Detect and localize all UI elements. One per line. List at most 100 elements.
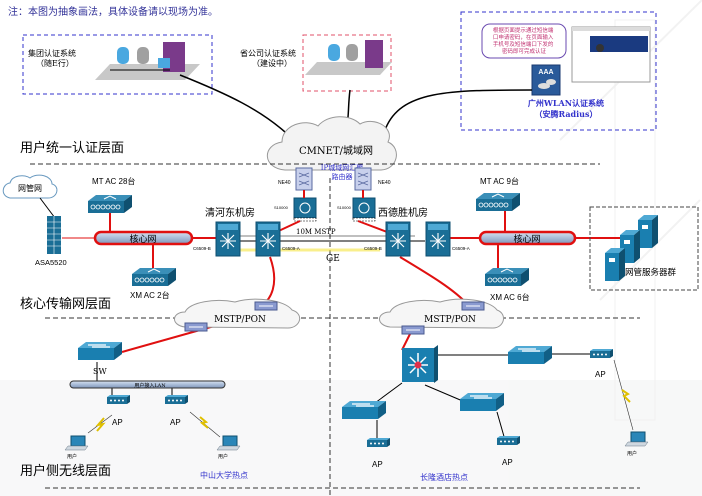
core-net-right: 核心网 [478,230,577,246]
ap-left-2 [165,395,188,404]
core-links [62,190,620,353]
site-label-qinghedong: 清河东机房 [205,206,255,219]
core-switch-c6509a-left [255,221,281,257]
c6509a-label-left: C6509-A [282,246,300,251]
wireless-link-icon [613,359,634,431]
layer-title-core: 核心传输网层面 [20,296,111,312]
svg-text:MSTP/PON: MSTP/PON [214,315,266,325]
access-switch-right-mid [459,392,505,412]
nms-cloud: 网管网 [2,174,58,199]
ge-link-label: GE [326,254,340,264]
firewall-label: ASA5520 [35,258,67,267]
svg-text:用户接入LAN: 用户接入LAN [134,382,166,389]
c6509b-label-left: C6509-B [193,246,211,251]
ne40-router-right [354,167,372,191]
mt-ac-label-left: MT AC 28台 [92,176,135,186]
database-icon [137,47,149,64]
svg-text:网管服务器群: 网管服务器群 [625,267,677,278]
core-switch-c6509b-right [385,221,411,257]
portal-page-screenshot [571,26,651,83]
router-label: IP城域网汇聚 [321,163,363,172]
mstp-pon-cloud-right: MSTP/PON [379,298,504,335]
user-access-lan-bus: 用户接入LAN [69,380,226,389]
ap-label: AP [170,418,181,427]
group-auth-label: 集团认证系统 [28,48,76,58]
nms-server-group: 网管服务器群 [589,206,699,291]
group-auth-sublabel: （随E行） [36,58,74,68]
ap-label: AP [595,370,606,379]
xm-ac-switch-right [484,267,530,287]
layer-title-auth: 用户统一认证层面 [20,140,124,156]
access-switch-right-left [341,400,387,420]
access-switch-right-top [507,345,553,365]
user-label: 用户 [627,450,637,457]
svg-text:网管网: 网管网 [18,183,42,193]
ap-label: AP [112,418,123,427]
c6509b-label-right: C6509-B [364,246,382,251]
province-auth-system: 省公司认证系统 （建设中） [240,34,392,92]
ap-right-3 [497,436,520,445]
s10000-device-left [293,197,317,222]
router-label-2: 路由器 [332,172,353,181]
database-icon [117,47,129,64]
ne40-router-left [295,167,313,191]
sw-label: SW [93,367,107,376]
ap-left-1 [107,395,130,404]
layer-dividers [30,163,640,496]
ap-label: AP [502,458,513,467]
pc-icon [158,58,170,68]
l3-core-switch [402,345,438,383]
svg-text:核心网: 核心网 [513,233,540,245]
xm-ac-switch-left [131,267,177,287]
user-label: 用户 [218,453,228,460]
mt-ac-switch-right [475,192,521,212]
xm-ac-label-left: XM AC 2台 [130,290,170,300]
gz-wlan-auth-system: 根据页面提示通过短信端 口申请密码，在页面输入 手机号及短信端口下发的 密码即可… [460,11,657,131]
core-switch-c6509b-left [215,221,241,257]
s10000-label-right: S10000 [337,205,352,210]
c6509a-label-right: C6509-A [452,246,470,251]
xm-ac-label-right: XM AC 6台 [490,292,530,302]
disclaimer-note: 注：本图为抽象画法，具体设备请以现场为准。 [8,5,218,18]
province-auth-label: 省公司认证系统 [240,48,296,58]
access-switch-sw [77,341,123,361]
gz-auth-sublabel: （安腾Radius） [535,109,598,119]
database-icon [328,44,340,61]
user-label: 用户 [67,453,77,460]
s10000-device-right [352,197,376,222]
group-auth-box [22,34,213,95]
ne40-label-left: NE40 [278,180,291,186]
mstp-link-label: 10M MSTP [296,228,336,236]
layer-title-access: 用户侧无线层面 [20,463,111,479]
mt-ac-label-right: MT AC 9台 [480,176,519,186]
wireless-link-icon [87,411,221,438]
ne40-label-right: NE40 [378,180,391,186]
s10000-label-left: S10000 [274,205,289,210]
mt-ac-switch-left [87,194,133,214]
svg-text:核心网: 核心网 [129,233,156,245]
callout-bubble [481,23,567,59]
hotspot-label-changlong: 长隆酒店热点 [420,472,468,482]
mstp-pon-cloud-left: MSTP/PON [174,298,301,332]
firewall-icon [47,216,61,254]
svg-text:MSTP/PON: MSTP/PON [424,315,476,325]
callout-text: 根据页面提示通过短信端 口申请密码，在页面输入 手机号及短信端口下发的 密码即可… [493,26,555,55]
cmnet-label: CMNET/城域网 [299,144,373,157]
province-auth-sublabel: （建设中） [252,58,292,68]
hotspot-label-zhongshan: 中山大学热点 [200,470,248,480]
core-net-left: 核心网 [93,230,194,246]
server-tower-icon [365,40,383,68]
ap-label: AP [372,460,383,469]
group-auth-system: 集团认证系统 （随E行） [22,34,213,95]
aaa-server-icon: AAA [531,64,561,96]
cmnet-cloud: CMNET/城域网 [266,116,397,171]
core-switch-c6509a-right [425,221,451,257]
ap-right-2 [367,438,390,447]
database-icon [346,44,358,61]
gz-auth-box [460,11,657,131]
svg-text:AAA: AAA [538,69,553,76]
site-label-xideshen: 西德胜机房 [378,206,428,219]
ap-right-1 [590,349,613,358]
gz-auth-label: 广州WLAN认证系统 [528,98,604,108]
